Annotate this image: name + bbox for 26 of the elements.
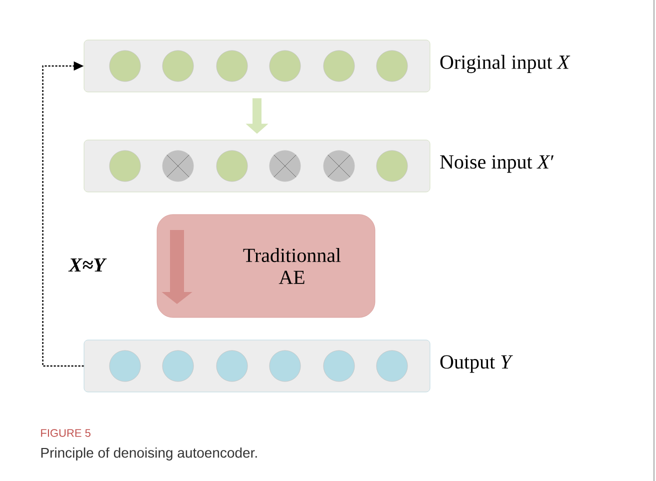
neuron-circle xyxy=(216,150,248,182)
neuron-circle xyxy=(216,350,248,382)
edge-label: X≈Y xyxy=(68,257,107,273)
layer-label: Original input X xyxy=(440,54,570,74)
neuron-circle xyxy=(162,50,194,82)
crossed-neuron xyxy=(162,150,194,182)
arrow xyxy=(42,61,84,367)
neuron-circle xyxy=(323,350,355,382)
caption: Principle of denoising autoencoder. xyxy=(41,447,257,460)
neuron-circle xyxy=(162,350,194,382)
neuron-circle xyxy=(269,50,301,82)
neuron-circle xyxy=(376,350,408,382)
crossed-neuron xyxy=(269,150,301,182)
crossed-neuron xyxy=(323,150,355,182)
neuron-circle xyxy=(109,50,141,82)
neuron-circle xyxy=(109,150,141,182)
neuron-circle xyxy=(269,350,301,382)
neuron-circle xyxy=(376,50,408,82)
layer-label: Noise input X′ xyxy=(440,155,554,173)
neuron-circle xyxy=(323,50,355,82)
neuron-circle xyxy=(376,150,408,182)
layer-label: Output Y xyxy=(440,355,513,373)
neuron-circle xyxy=(216,50,248,82)
figure-number: FIGURE 5 xyxy=(41,429,90,437)
neuron-circle xyxy=(109,350,141,382)
autoencoder-box: Traditionnal AE xyxy=(156,214,376,318)
